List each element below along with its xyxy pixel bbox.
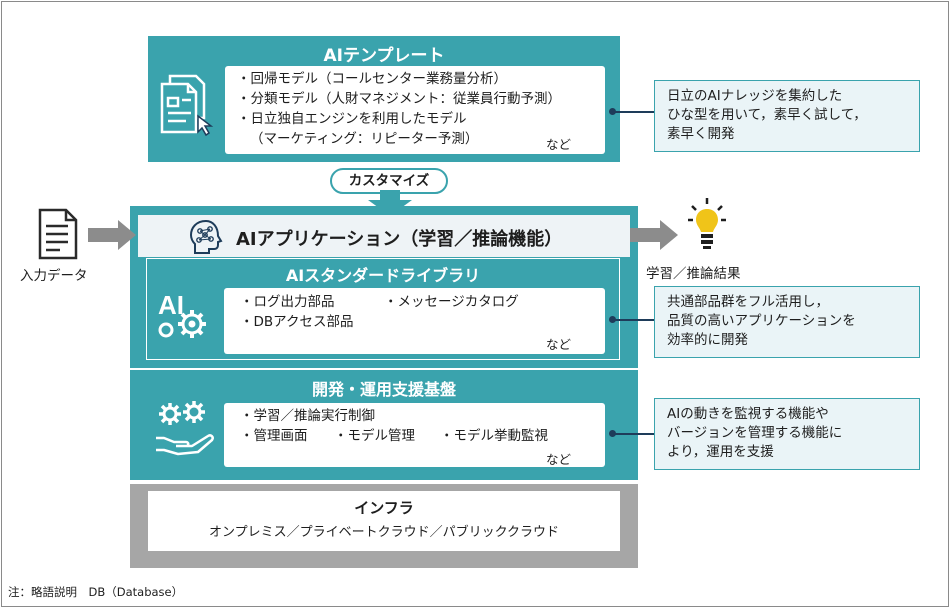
template-connector-line [612,111,654,113]
library-title: AIスタンダードライブラリ [285,266,481,285]
library-etc: など [546,337,572,352]
light-bulb-icon [686,196,728,252]
infra-subtitle: オンプレミス／プライベートクラウド／パブリッククラウド [208,525,560,540]
svg-text:AI: AI [158,290,184,320]
infra-inner [148,491,620,551]
platform-item-exec: ・学習／推論実行制御 [240,408,375,424]
platform-title: 開発・運用支援基盤 [311,380,456,399]
library-callout-line-2: 品質の高いアプリケーションを [667,313,856,329]
document-icon [36,208,80,260]
template-item-3: ・日立独自エンジンを利用したモデル [237,111,467,127]
platform-callout-line-2: バージョンを管理する機能に [667,425,843,441]
library-callout-line-1: 共通部品群をフル活用し， [667,294,829,310]
infra-title: インフラ [354,499,414,517]
library-item-db: ・DBアクセス部品 [240,314,354,330]
customize-down-arrow [362,190,418,216]
template-icon [156,72,218,138]
template-item-1: ・回帰モデル（コールセンター業務量分析） [237,71,507,87]
application-header [138,215,630,257]
library-item-log: ・ログ出力部品 [240,294,335,310]
platform-etc: など [546,452,572,467]
platform-callout-line-1: AIの動きを監視する機能や [667,406,829,422]
library-item-message: ・メッセージカタログ [384,294,519,310]
platform-item-monitor: ・モデル挙動監視 [440,428,548,444]
template-callout-line-3: 素早く開発 [667,126,735,142]
platform-connector-line [612,433,654,435]
library-list-box [224,288,605,354]
template-etc: など [546,137,572,152]
platform-callout-line-3: より，運用を支援 [667,444,774,460]
customize-label: カスタマイズ [330,168,448,194]
platform-list-box [224,403,605,467]
output-label: 学習／推論結果 [646,266,741,282]
template-title: AIテンプレート [323,46,445,66]
platform-callout: AIの動きを監視する機能や バージョンを管理する機能に より，運用を支援 [654,398,920,470]
platform-item-model: ・モデル管理 [334,428,415,444]
library-callout-line-3: 効率的に開発 [667,332,748,348]
application-title: AIアプリケーション（学習／推論機能） [236,229,563,250]
template-item-2: ・分類モデル（人財マネジメント：従業員行動予測） [237,91,561,107]
template-callout-line-2: ひな型を用いて，素早く試して， [667,107,867,123]
gears-hand-icon [152,400,218,460]
brain-network-icon [186,218,226,256]
template-list-box [225,66,605,154]
template-callout: 日立のAIナレッジを集約した ひな型を用いて，素早く試して， 素早く開発 [654,80,920,152]
template-callout-line-1: 日立のAIナレッジを集約した [667,88,843,104]
ai-gear-icon: AI [152,288,218,342]
input-arrow [88,220,138,250]
platform-item-admin: ・管理画面 [240,428,308,444]
library-connector-line [612,319,654,321]
input-data-label: 入力データ [20,268,88,284]
abbreviation-note: 注：略語説明 DB（Database） [8,585,184,599]
output-arrow [630,220,680,250]
platform-divider [130,368,638,370]
library-callout: 共通部品群をフル活用し， 品質の高いアプリケーションを 効率的に開発 [654,286,920,358]
template-item-4: （マーケティング：リピーター予測） [250,131,479,147]
